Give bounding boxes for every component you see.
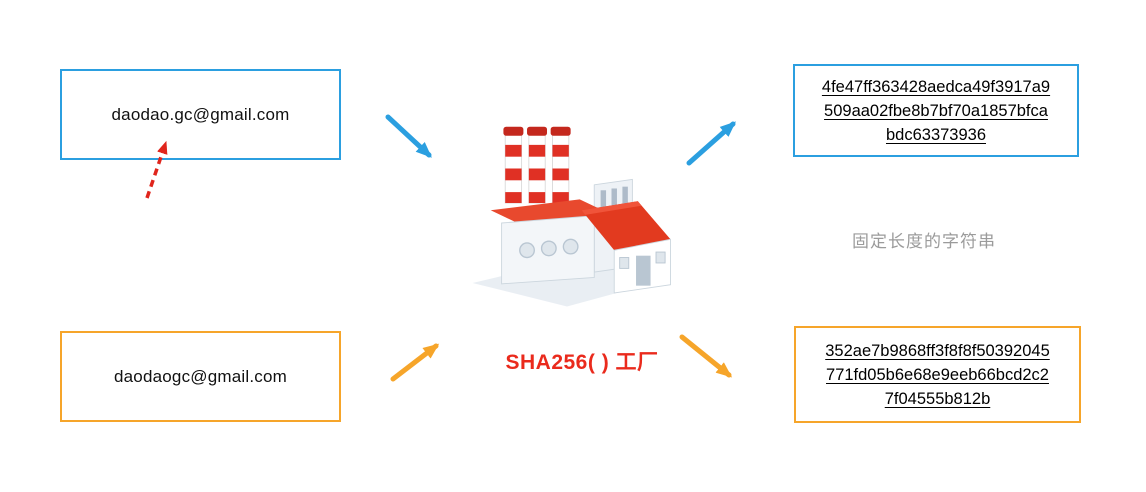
arrow-blue-input-to-factory: [385, 114, 432, 158]
input-box-email-plain: daodaogc@gmail.com: [60, 331, 341, 422]
email-with-dot-label: daodao.gc@gmail.com: [111, 104, 290, 124]
chimney-2: [527, 126, 548, 204]
arrow-orange-input-to-factory: [390, 343, 440, 382]
hash-bottom-line-1: 352ae7b9868ff3f8f8f50392045: [825, 341, 1050, 360]
chimney-3: [550, 126, 571, 204]
email-without-dot-label: daodaogc@gmail.com: [113, 366, 287, 386]
output-box-hash-bottom: 352ae7b9868ff3f8f8f50392045 771fd05b6e68…: [794, 326, 1081, 423]
output-box-hash-top: 4fe47ff363428aedca49f3917a9 509aa02fbe8b…: [793, 64, 1079, 157]
chimney-1: [503, 126, 524, 204]
hash-bottom-line-3: 7f04555b812b: [884, 389, 991, 408]
hash-bottom-line-2: 771fd05b6e68e9eeb66bcd2c2: [826, 365, 1049, 384]
input-box-email-dotted: daodao.gc@gmail.com: [60, 69, 341, 160]
factory-icon: [458, 112, 676, 314]
hash-top-line-2: 509aa02fbe8b7bf70a1857bfca: [824, 101, 1048, 120]
arrow-blue-factory-to-output: [686, 121, 736, 166]
sha256-factory-label: SHA256( ) 工厂: [505, 351, 659, 374]
hash-top-line-3: bdc63373936: [885, 125, 986, 144]
fixed-length-string-annotation: 固定长度的字符串: [852, 232, 996, 251]
hash-top-line-1: 4fe47ff363428aedca49f3917a9: [821, 77, 1051, 96]
factory-illustration: [472, 126, 672, 307]
